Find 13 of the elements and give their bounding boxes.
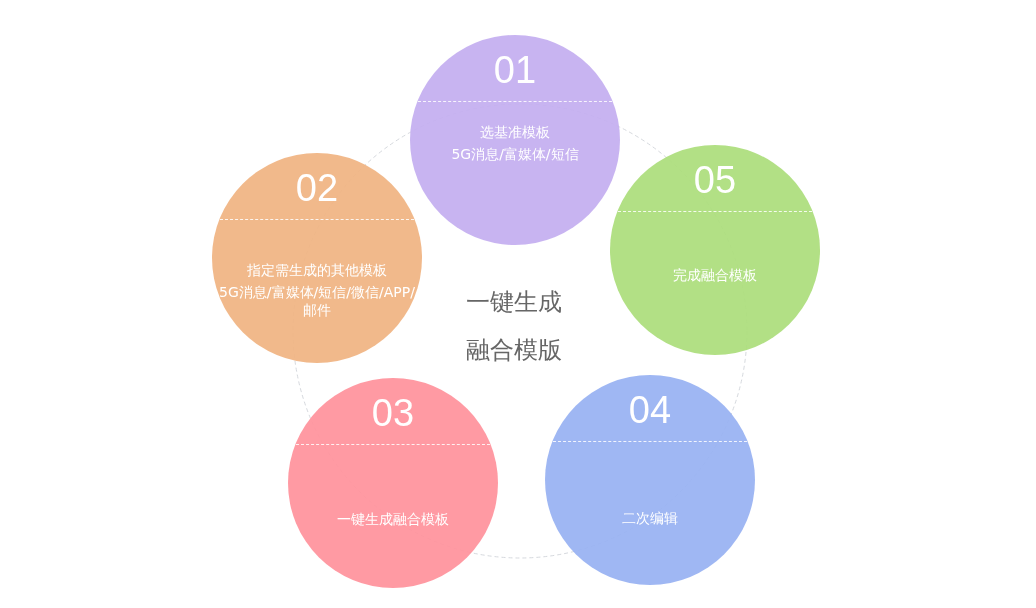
step-number: 03 [370, 391, 416, 435]
step-text: 选基准模板 [479, 123, 551, 141]
step-text: 完成融合模板 [672, 266, 758, 284]
center-title: 一键生成融合模版 [465, 287, 563, 366]
step-number: 04 [627, 388, 673, 432]
step-text: 二次编辑 [621, 509, 679, 527]
step-text: 指定需生成的其他模板 [246, 261, 388, 279]
step-number: 05 [692, 158, 738, 202]
step-number: 02 [294, 166, 340, 210]
step-number: 01 [492, 48, 538, 92]
step-text: 5G消息/富媒体/短信/微信/APP/邮件 [218, 283, 416, 319]
step-text: 5G消息/富媒体/短信 [450, 145, 580, 163]
step-text: 一键生成融合模板 [336, 510, 450, 528]
